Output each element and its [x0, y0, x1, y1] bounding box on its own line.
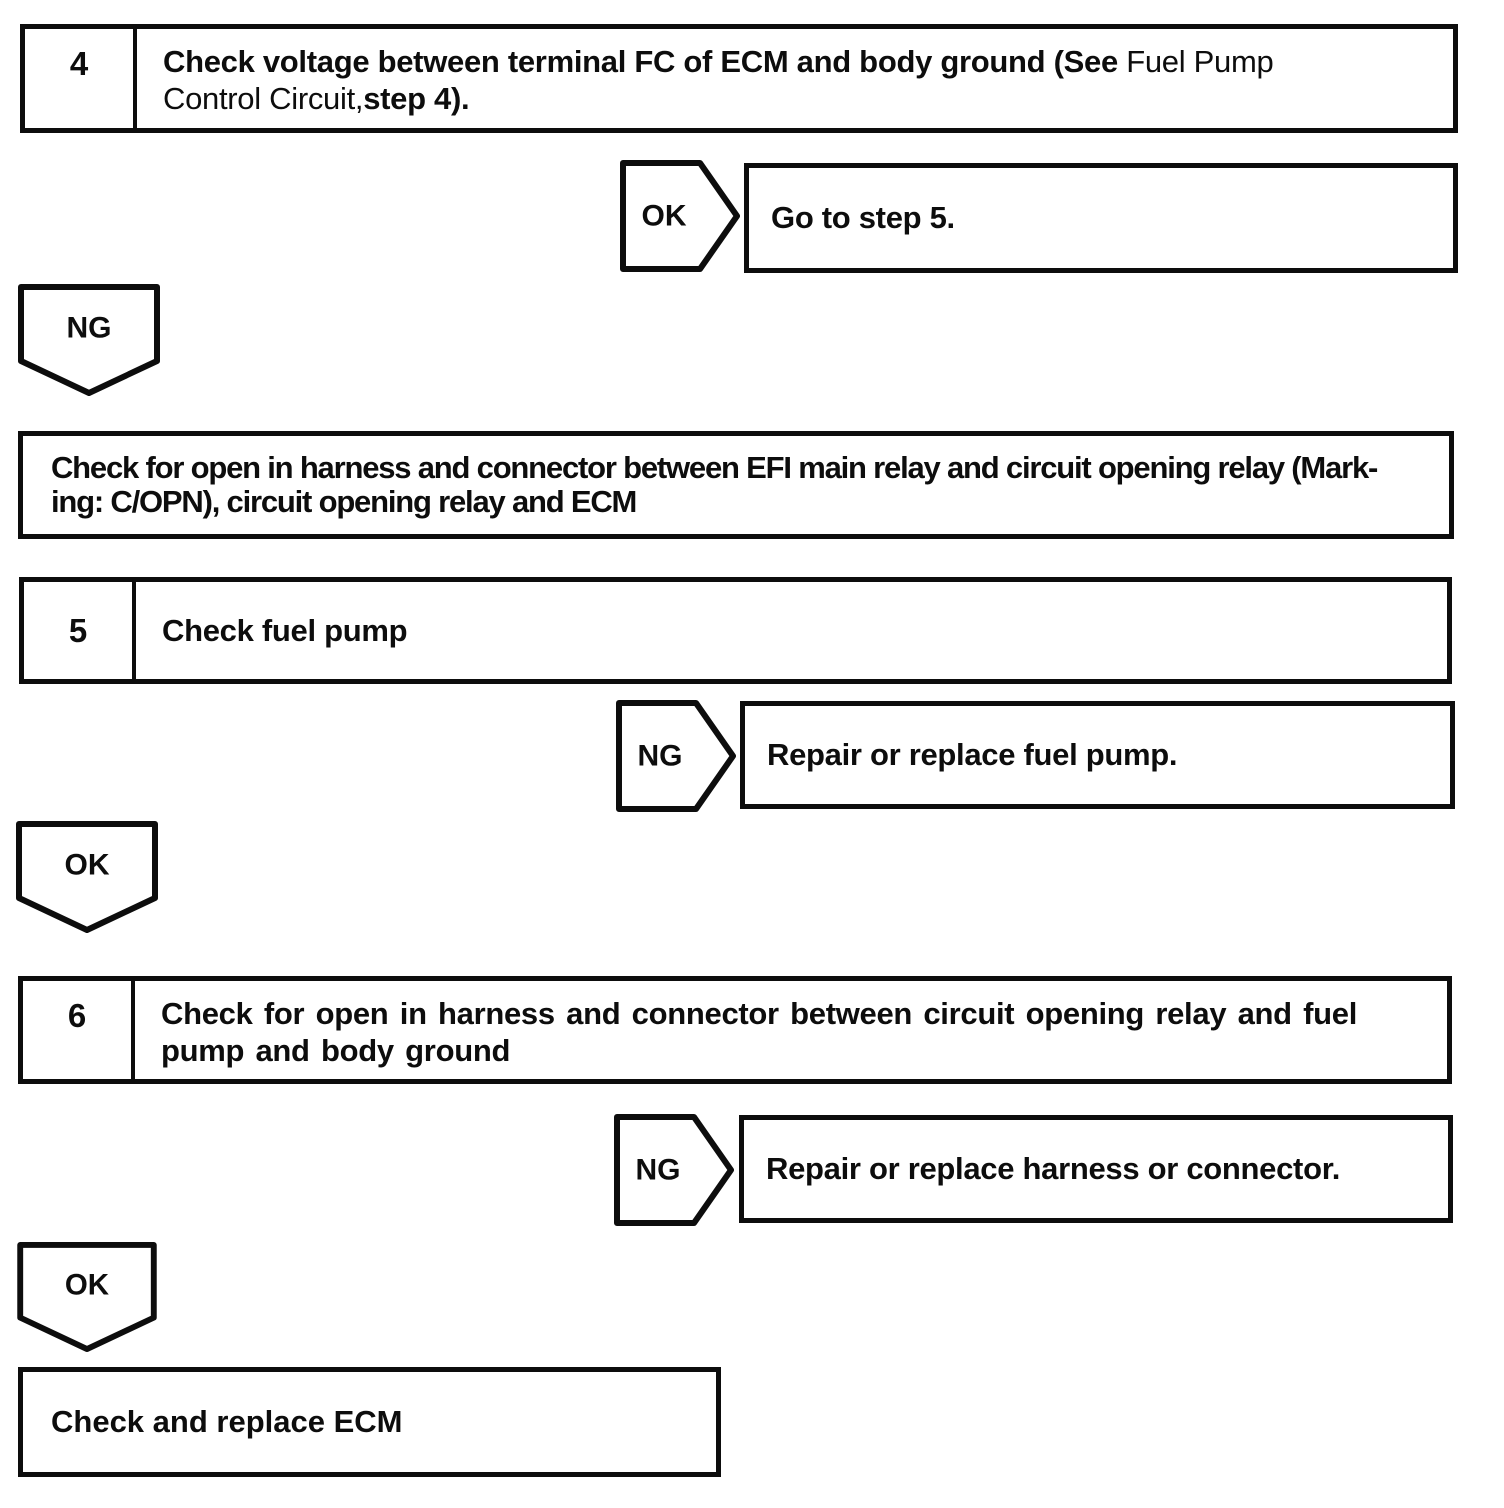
result-text-repair-harness-connector: Repair or replace harness or connector. [766, 1151, 1341, 1186]
step-4-text-bold-1: Check voltage between terminal FC of ECM… [163, 44, 1127, 79]
action-harness-line-1: Check for open in harness and connector … [51, 450, 1378, 485]
action-harness-line-2: ing: C/OPN), circuit opening relay and E… [51, 484, 637, 519]
result-box-go-to-step-5: Go to step 5. [744, 163, 1458, 273]
result-text-repair-fuel-pump: Repair or replace fuel pump. [767, 737, 1178, 772]
step-6-number-cell: 6 [23, 981, 135, 1079]
ng-arrow-right-1-label: NG [638, 740, 683, 773]
step-6-instruction-line-1: Check for open in harness and connector … [161, 996, 1358, 1031]
ok-arrow-right-1-label: OK [642, 200, 687, 233]
ok-connector-down-1-shape [16, 821, 158, 933]
result-box-repair-harness-connector: Repair or replace harness or connector. [739, 1115, 1453, 1223]
step-4-reference-title-2: Control Circuit, [163, 81, 364, 116]
step-6-number: 6 [67, 997, 87, 1034]
action-box-check-open-harness-efi: Check for open in harness and connector … [18, 431, 1454, 539]
ng-connector-down-1-shape [18, 284, 160, 396]
step-4-reference-title-1: Fuel Pump [1126, 44, 1274, 79]
result-box-repair-fuel-pump: Repair or replace fuel pump. [740, 701, 1455, 809]
ok-connector-down-1: OK [16, 821, 158, 933]
ok-arrow-right-1: OK [620, 160, 740, 272]
result-text-go-to-step-5: Go to step 5. [771, 200, 955, 235]
ng-connector-down-1: NG [18, 284, 160, 396]
ng-arrow-right-2-shape [614, 1114, 734, 1226]
ng-arrow-right-1: NG [616, 700, 736, 812]
ok-connector-down-2-shape [17, 1242, 157, 1352]
step-4-number: 4 [69, 45, 89, 82]
step-5-box: 5 Check fuel pump [19, 577, 1452, 684]
ng-connector-down-1-label: NG [67, 312, 112, 345]
step-6-box: 6 Check for open in harness and connecto… [18, 976, 1452, 1084]
step-4-number-cell: 4 [25, 29, 137, 128]
step-4-text-bold-2: step 4). [363, 81, 470, 116]
action-text-check-replace-ecm: Check and replace ECM [51, 1404, 403, 1439]
ok-arrow-right-1-shape [620, 160, 740, 272]
ok-connector-down-2: OK [17, 1242, 157, 1352]
ng-arrow-right-2: NG [614, 1114, 734, 1226]
step-5-instruction: Check fuel pump [136, 582, 1447, 679]
step-6-instruction: Check for open in harness and connector … [135, 981, 1447, 1079]
step-5-instruction-line-1: Check fuel pump [162, 613, 408, 648]
step-5-number: 5 [68, 611, 88, 649]
ng-arrow-right-1-shape [616, 700, 736, 812]
ok-connector-down-1-label: OK [65, 849, 110, 882]
step-4-instruction-line-2: Control Circuit,step 4). [163, 80, 1443, 117]
step-4-box: 4 Check voltage between terminal FC of E… [20, 24, 1458, 133]
step-6-instruction-line-2: pump and body ground [161, 1033, 511, 1068]
ng-arrow-right-2-label: NG [636, 1154, 681, 1187]
step-5-number-cell: 5 [24, 582, 136, 679]
action-box-check-replace-ecm: Check and replace ECM [18, 1367, 721, 1477]
ok-connector-down-2-label: OK [65, 1269, 109, 1302]
step-4-instruction-line-1: Check voltage between terminal FC of ECM… [163, 43, 1443, 80]
step-4-instruction: Check voltage between terminal FC of ECM… [137, 29, 1453, 128]
